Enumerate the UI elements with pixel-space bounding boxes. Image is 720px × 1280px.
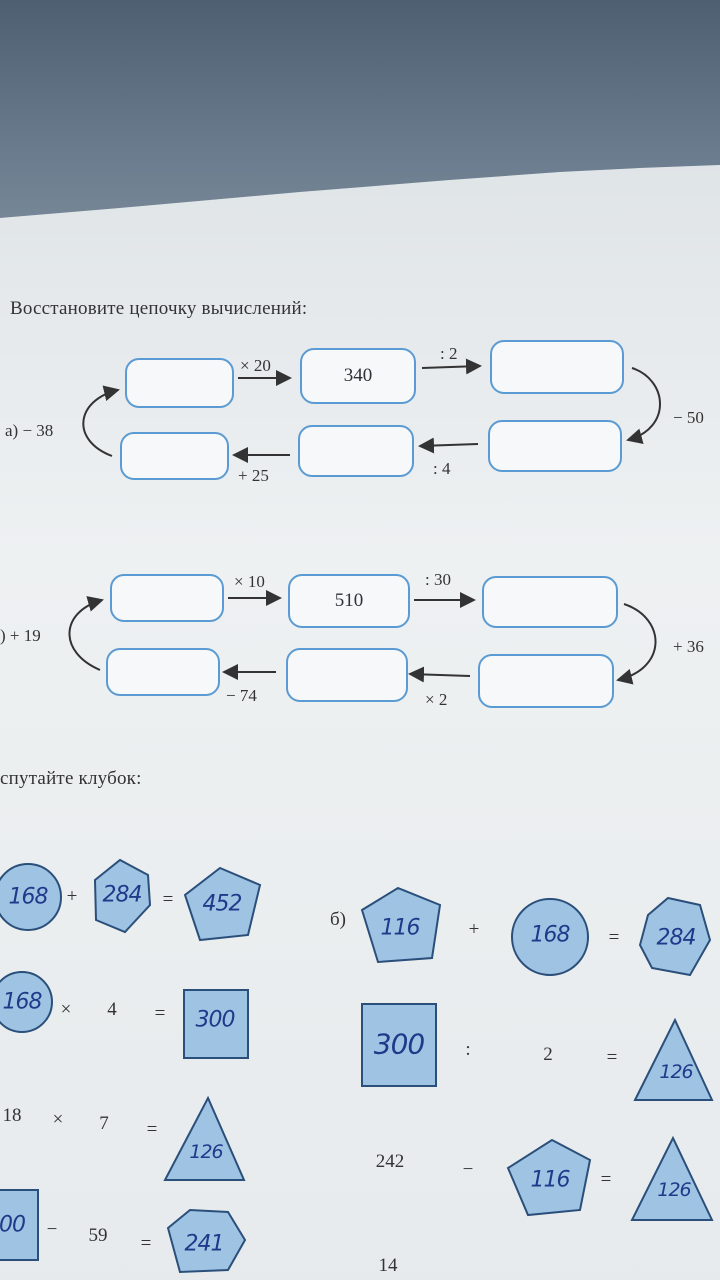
equals-sign: = — [154, 1003, 166, 1024]
pentagon-shape-icon — [506, 1138, 592, 1217]
chain-a-op-bottom-left: + 25 — [238, 466, 269, 485]
hexagon-value: 284 — [102, 882, 143, 908]
number-value: 18 — [2, 1105, 22, 1126]
curved-arrow-icon — [68, 596, 104, 671]
number-value: 14 — [378, 1255, 398, 1276]
hexagon-value: 241 — [184, 1231, 225, 1257]
chain-a-box-2: 340 — [300, 348, 416, 404]
hexagon-shape-icon — [166, 1208, 247, 1274]
curved-arrow-icon — [626, 367, 661, 445]
chain-b-op-bottom-right: × 2 — [425, 690, 448, 709]
pentagon-shape-icon — [360, 886, 442, 964]
circle-shape-icon — [511, 898, 589, 976]
equals-sign: = — [162, 889, 174, 910]
chain-b-label: ) + 19 — [0, 626, 41, 645]
equals-sign: = — [606, 1047, 618, 1068]
chain-b-box-5 — [286, 648, 408, 702]
triangle-value: 126 — [657, 1179, 691, 1201]
equals-sign: = — [146, 1119, 158, 1140]
number-value: 4 — [107, 999, 117, 1020]
pentagon-value: 116 — [530, 1167, 571, 1193]
square-shape-icon — [0, 1189, 39, 1261]
triangle-value: 126 — [659, 1061, 693, 1083]
square-value: 00 — [0, 1212, 26, 1238]
triangle-value: 126 — [189, 1141, 223, 1163]
curved-arrow-icon — [616, 603, 657, 685]
chain-a-box-5 — [298, 425, 414, 477]
chain-a-box-1 — [125, 358, 234, 408]
exercise-1-heading: Восстановите цепочку вычислений: — [10, 298, 308, 319]
pentagon-value: 452 — [202, 891, 243, 917]
number-value: 242 — [375, 1151, 405, 1172]
chain-a-op-right: − 50 — [673, 408, 704, 427]
chain-b-op-right: + 36 — [673, 637, 704, 656]
chain-a-op-top-left: × 20 — [240, 356, 271, 375]
minus-sign: − — [46, 1219, 58, 1240]
chain-a-op-bottom-right: : 4 — [433, 459, 451, 478]
arrow-icon — [421, 358, 482, 375]
plus-sign: + — [468, 919, 480, 940]
minus-sign: − — [462, 1159, 474, 1180]
triangle-shape-icon — [633, 1017, 714, 1101]
number-value: 7 — [99, 1113, 109, 1134]
pentagon-shape-icon — [183, 866, 262, 942]
circle-shape-icon — [0, 971, 53, 1033]
chain-a-box-4 — [488, 420, 622, 472]
chain-b-op-top-right: : 30 — [425, 570, 451, 589]
equals-sign: = — [140, 1233, 152, 1254]
arrow-icon — [418, 437, 479, 454]
circle-value: 168 — [2, 989, 43, 1015]
hexagon-shape-icon — [638, 896, 712, 977]
square-shape-icon — [183, 989, 249, 1059]
circle-shape-icon — [0, 863, 62, 931]
circle-value: 168 — [530, 922, 571, 948]
hexagon-shape-icon — [93, 858, 152, 934]
chain-a-box-6 — [120, 432, 229, 480]
number-value: 2 — [543, 1044, 553, 1065]
chain-a-op-top-right: : 2 — [440, 344, 458, 363]
equals-sign: = — [600, 1169, 612, 1190]
chain-b-box-2: 510 — [288, 574, 410, 628]
circle-value: 168 — [8, 884, 49, 910]
chain-a-label: а) − 38 — [5, 421, 54, 440]
arrow-icon — [408, 666, 471, 683]
triangle-shape-icon — [163, 1095, 246, 1181]
chain-b-box-6 — [106, 648, 220, 696]
times-sign: × — [52, 1109, 64, 1130]
chain-a-box-3 — [490, 340, 624, 394]
triangle-shape-icon — [630, 1135, 714, 1221]
part-b-label: б) — [330, 909, 346, 930]
times-sign: × — [60, 999, 72, 1020]
square-shape-icon — [361, 1003, 437, 1087]
pentagon-value: 116 — [380, 915, 421, 941]
chain-b-op-bottom-left: − 74 — [226, 686, 257, 705]
plus-sign: + — [66, 886, 78, 907]
hexagon-value: 284 — [656, 925, 697, 951]
curved-arrow-icon — [82, 385, 120, 457]
colon-sign: : — [465, 1039, 471, 1060]
equals-sign: = — [608, 927, 620, 948]
chain-b-op-top-left: × 10 — [234, 572, 265, 591]
chain-b-box-4 — [478, 654, 614, 708]
square-value: 300 — [373, 1027, 425, 1061]
exercise-2-heading: спутайте клубок: — [0, 768, 142, 789]
number-value: 59 — [88, 1225, 108, 1246]
chain-b-box-1 — [110, 574, 224, 622]
chain-b-box-3 — [482, 576, 618, 628]
square-value: 300 — [195, 1007, 236, 1033]
